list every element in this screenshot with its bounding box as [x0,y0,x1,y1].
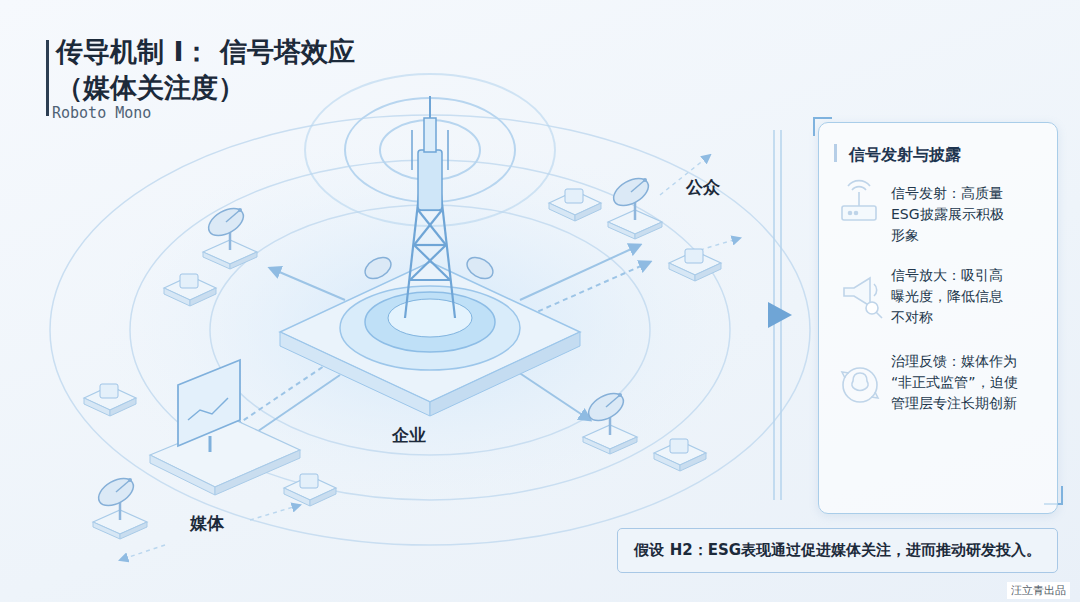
item-text: 治理反馈：媒体作为 “非正式监管”，迫使 管理层专注长期创新 [891,351,1043,414]
watermark: 汪立青出品 [1007,582,1070,599]
entity-label: 公众 [686,176,720,199]
hypothesis-text: 假设 H2：ESG表现通过促进媒体关注，进而推动研发投入。 [634,541,1041,560]
hypothesis-box: 假设 H2：ESG表现通过促进媒体关注，进而推动研发投入。 [617,528,1058,573]
panel-item: 信号放大：吸引高 曝光度，降低信息 不对称 [829,265,1051,328]
entity-label: 媒体 [190,512,224,535]
item-text: 信号发射：高质量 ESG披露展示积极 形象 [891,183,1019,246]
info-panel: 信号发射与披露信号发射：高质量 ESG披露展示积极 形象信号放大：吸引高 曝光度… [818,122,1058,514]
font-note: Roboto Mono [52,104,151,122]
diagram-title: 传导机制 I： 信号塔效应（媒体关注度） [56,34,401,105]
entity-label: 企业 [392,424,426,447]
item-text: 信号放大：吸引高 曝光度，降低信息 不对称 [891,265,1019,328]
panel-item: 治理反馈：媒体作为 “非正式监管”，迫使 管理层专注长期创新 [829,351,1051,414]
panel-heading: 信号发射与披露 [849,145,1057,166]
panel-item: 信号发射：高质量 ESG披露展示积极 形象 [829,183,1051,246]
